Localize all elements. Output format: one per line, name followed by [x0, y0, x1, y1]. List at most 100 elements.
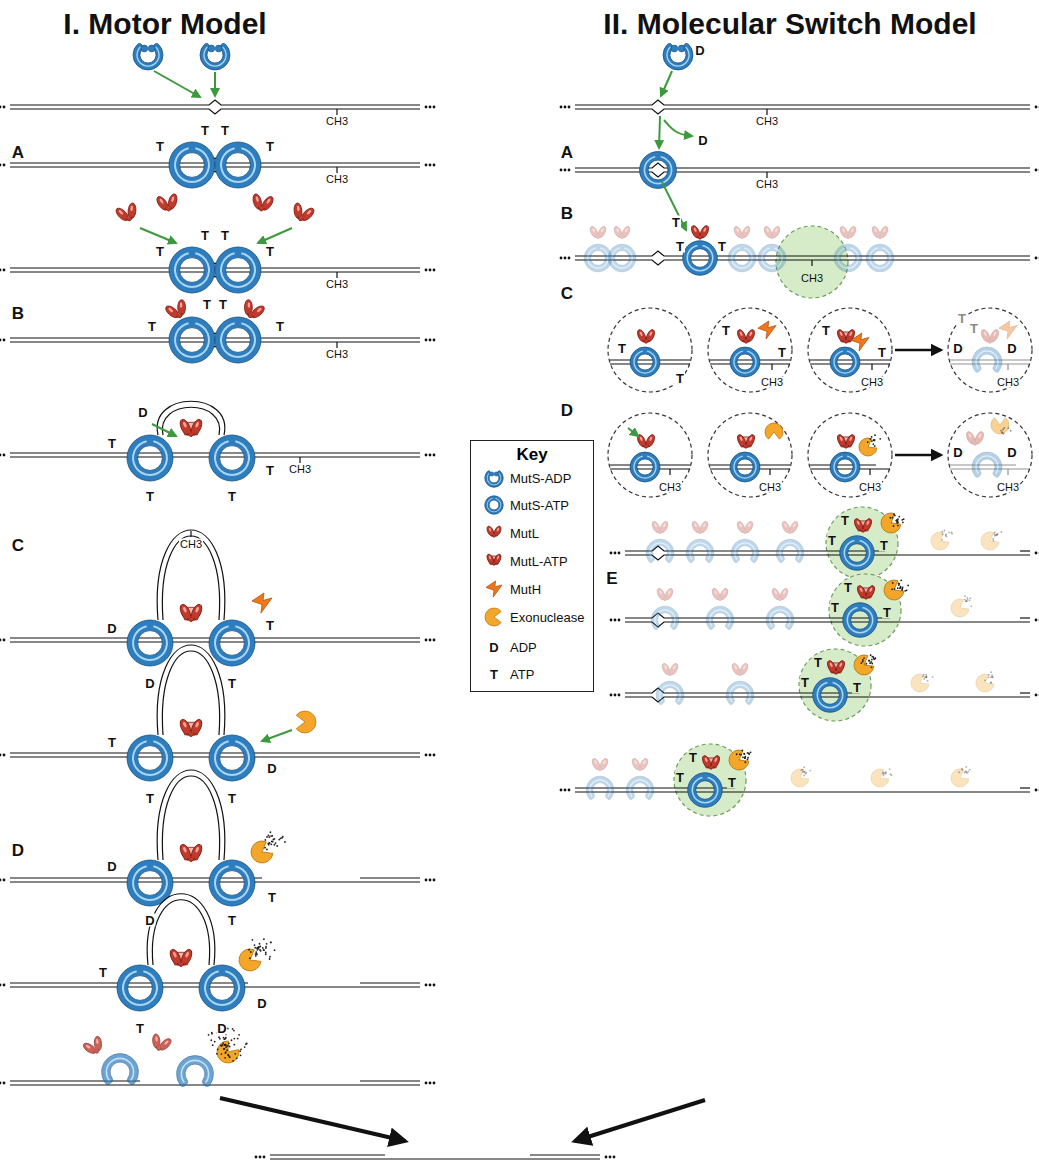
nucleotide-label: T: [671, 216, 681, 229]
ellipsis-dot: [425, 269, 428, 272]
exonuclease: [948, 767, 971, 791]
illustration-part: [829, 662, 833, 667]
illustration-part: [629, 779, 651, 797]
nucleotide-label: T: [675, 240, 685, 253]
mutl-dimer: [965, 430, 985, 445]
illustration-part: [745, 228, 749, 233]
exonuclease: [485, 608, 501, 626]
nucleotide-dot: [882, 773, 884, 775]
ellipsis-dot: [433, 339, 436, 342]
nucleotide-dot: [736, 753, 738, 755]
muts-clamp: [209, 620, 255, 666]
nucleotide-dot: [252, 939, 254, 941]
illustration-part: [783, 590, 787, 595]
zoom-circle: [808, 308, 892, 392]
dna-duplex: [560, 100, 1039, 115]
nucleotide-dot: [222, 1042, 224, 1044]
nucleotide-dot: [284, 841, 286, 843]
nucleotide-label: T: [882, 606, 892, 619]
nucleotide-label: T: [218, 298, 228, 311]
dna-strand: [1020, 692, 1030, 693]
panel-letter: D: [11, 842, 25, 859]
nucleotide-dot: [891, 588, 893, 590]
nucleotide-dot: [874, 657, 876, 659]
nucleotide-label: T: [267, 891, 277, 904]
nucleotide-dot: [892, 582, 894, 584]
nucleotide-dot: [865, 663, 867, 665]
nucleotide-dot: [266, 943, 268, 945]
drawing: [0, 43, 1039, 1159]
illustration-part: [851, 228, 855, 233]
muts-clamp: [866, 244, 894, 272]
illustration-part: [766, 228, 770, 233]
ellipsis-dot: [0, 984, 1, 987]
nucleotide-dot: [263, 938, 265, 940]
key-heading: Key: [471, 441, 593, 465]
exonuclease: [877, 510, 903, 536]
nucleotide-dot: [225, 1051, 227, 1053]
nucleotide-dot: [250, 951, 252, 953]
methyl-label: CH3: [288, 464, 312, 475]
illustration-part: [731, 247, 753, 268]
muts-clamp: [608, 244, 636, 272]
nucleotide-dot: [225, 1044, 227, 1046]
panel-letter: E: [605, 570, 618, 587]
methyl-tick: [336, 342, 337, 348]
nucleotide-dot: [1010, 430, 1012, 432]
nucleotide-dot: [238, 1034, 240, 1036]
mutl-dimer: [168, 948, 194, 967]
nucleotide-dot: [234, 1053, 236, 1055]
methyl-label: CH3: [760, 377, 784, 388]
nucleotide-dot: [932, 676, 934, 678]
illustration-part: [883, 228, 887, 233]
nucleotide-label: D: [1006, 342, 1017, 355]
ellipsis-dot: [568, 106, 571, 109]
nucleotide-dot: [741, 750, 743, 752]
nucleotide-dot: [228, 1042, 230, 1044]
illustration-part: [209, 620, 255, 666]
illustration-part: [694, 523, 698, 528]
illustration-part: [833, 671, 839, 674]
nucleotide-dot: [898, 582, 900, 584]
nucleotide-label: T: [675, 372, 685, 385]
muts-clamp: [215, 317, 261, 363]
illustration-part: [683, 241, 718, 276]
ellipsis-dot: [433, 164, 436, 167]
nucleotide-dot: [747, 757, 749, 759]
nucleotide-dot: [944, 530, 946, 532]
nucleotide-dot: [211, 1033, 213, 1035]
nucleotide-dot: [898, 584, 900, 586]
dna-duplex: [950, 465, 1030, 475]
nucleotide-dot: [805, 773, 807, 775]
illustration-part: [704, 757, 708, 762]
muts-clamp: [199, 965, 245, 1011]
nucleotide-dot: [984, 679, 986, 681]
nucleotide-dot: [266, 848, 268, 850]
ellipsis-dot: [255, 1156, 258, 1159]
nucleotide-dot: [743, 753, 745, 755]
mutl-dimer: [736, 520, 755, 533]
muts-clamp: [686, 539, 714, 562]
nucleotide-dot: [224, 1057, 226, 1059]
illustration-part: [972, 442, 978, 445]
illustration-part: [743, 531, 748, 534]
nucleotide-dot: [862, 661, 864, 663]
nucleotide-dot: [233, 1038, 235, 1040]
muts-clamp: [169, 317, 215, 363]
nucleotide-dot: [951, 532, 953, 534]
illustration-part: [659, 684, 681, 702]
black-arrow: [895, 349, 941, 352]
nucleotide-dot: [748, 753, 750, 755]
illustration-part: [709, 609, 731, 627]
illustration-part: [244, 300, 252, 316]
illustration-part: [743, 340, 749, 343]
illustration-part: [214, 625, 250, 661]
illustration-part: [178, 300, 186, 316]
muts-clamp: [626, 776, 654, 799]
methyl-tick: [871, 364, 872, 370]
illustration-part: [490, 472, 494, 476]
nucleotide-dot: [901, 589, 903, 591]
illustration-part: [874, 228, 878, 233]
illustration-part: [634, 760, 638, 765]
dna-duplex: [610, 688, 1039, 702]
